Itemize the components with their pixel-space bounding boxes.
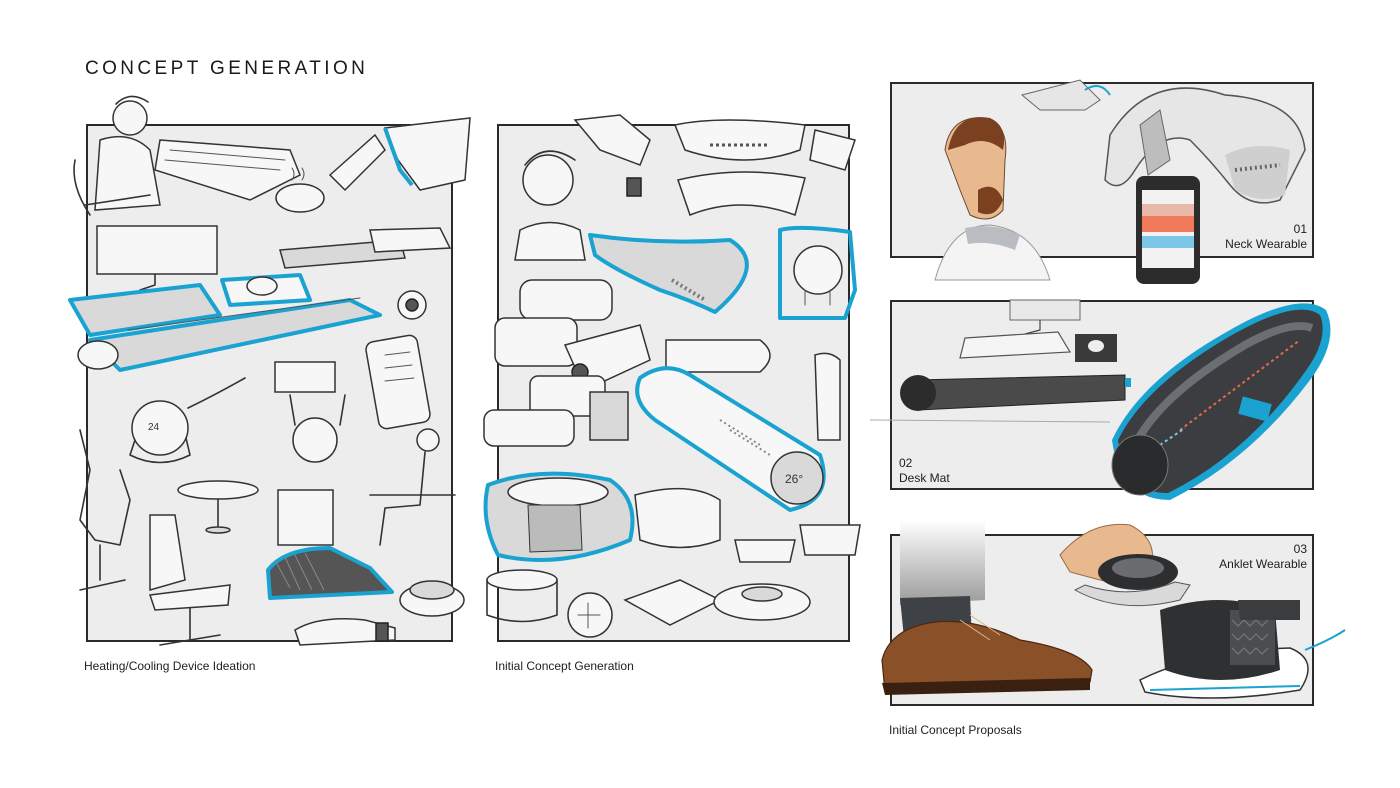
top-view-desk-sketch xyxy=(274,361,336,393)
seated-man-sketch xyxy=(73,95,161,216)
proposal-number: 03 xyxy=(1293,542,1307,556)
cylinder-sketch-1 xyxy=(665,339,771,373)
mouse-sketch xyxy=(275,183,325,213)
ideation-sketches: 24 xyxy=(68,95,471,646)
collar-sketch xyxy=(573,114,651,166)
proposal-label-desk-mat: 02 Desk Mat xyxy=(899,456,979,486)
proposal-number: 02 xyxy=(899,456,913,470)
caption-heating-cooling: Heating/Cooling Device Ideation xyxy=(84,659,256,673)
chair-sketch-1 xyxy=(79,429,131,546)
man-face-sketch xyxy=(522,154,574,206)
seated-figure-sketch xyxy=(416,428,440,452)
phone-sketch xyxy=(365,334,431,430)
monitor-sketch xyxy=(96,225,218,275)
band-sketch-2 xyxy=(634,487,721,549)
neck-band-sketch-1 xyxy=(673,119,806,161)
caption-initial-generation: Initial Concept Generation xyxy=(495,659,634,673)
caption-initial-proposals: Initial Concept Proposals xyxy=(889,723,1022,737)
proposal-label-neck-wearable: 01 Neck Wearable xyxy=(1190,222,1307,252)
proposal-name: Desk Mat xyxy=(899,471,950,485)
concept-sketches: 26° xyxy=(483,114,861,638)
dial-sketch xyxy=(131,400,189,456)
cylinder-reading: 26° xyxy=(785,472,803,486)
globe-dial-sketch xyxy=(793,245,843,295)
hand-sketch xyxy=(294,618,396,646)
chair-sketch-2 xyxy=(149,514,186,591)
page-title: CONCEPT GENERATION xyxy=(85,58,369,79)
proposal-name: Neck Wearable xyxy=(1225,237,1307,251)
base-sketch-2 xyxy=(713,583,811,621)
neck-band-sketch-2 xyxy=(677,171,806,216)
proposal-label-anklet: 03 Anklet Wearable xyxy=(1180,542,1307,572)
proposal-number: 01 xyxy=(1293,222,1307,236)
block-sketch-4 xyxy=(483,409,575,447)
keyboard-sketch xyxy=(154,139,301,201)
proposal-name: Anklet Wearable xyxy=(1219,557,1307,571)
dial-reading: 24 xyxy=(148,422,160,433)
leg-sketch xyxy=(277,489,334,546)
